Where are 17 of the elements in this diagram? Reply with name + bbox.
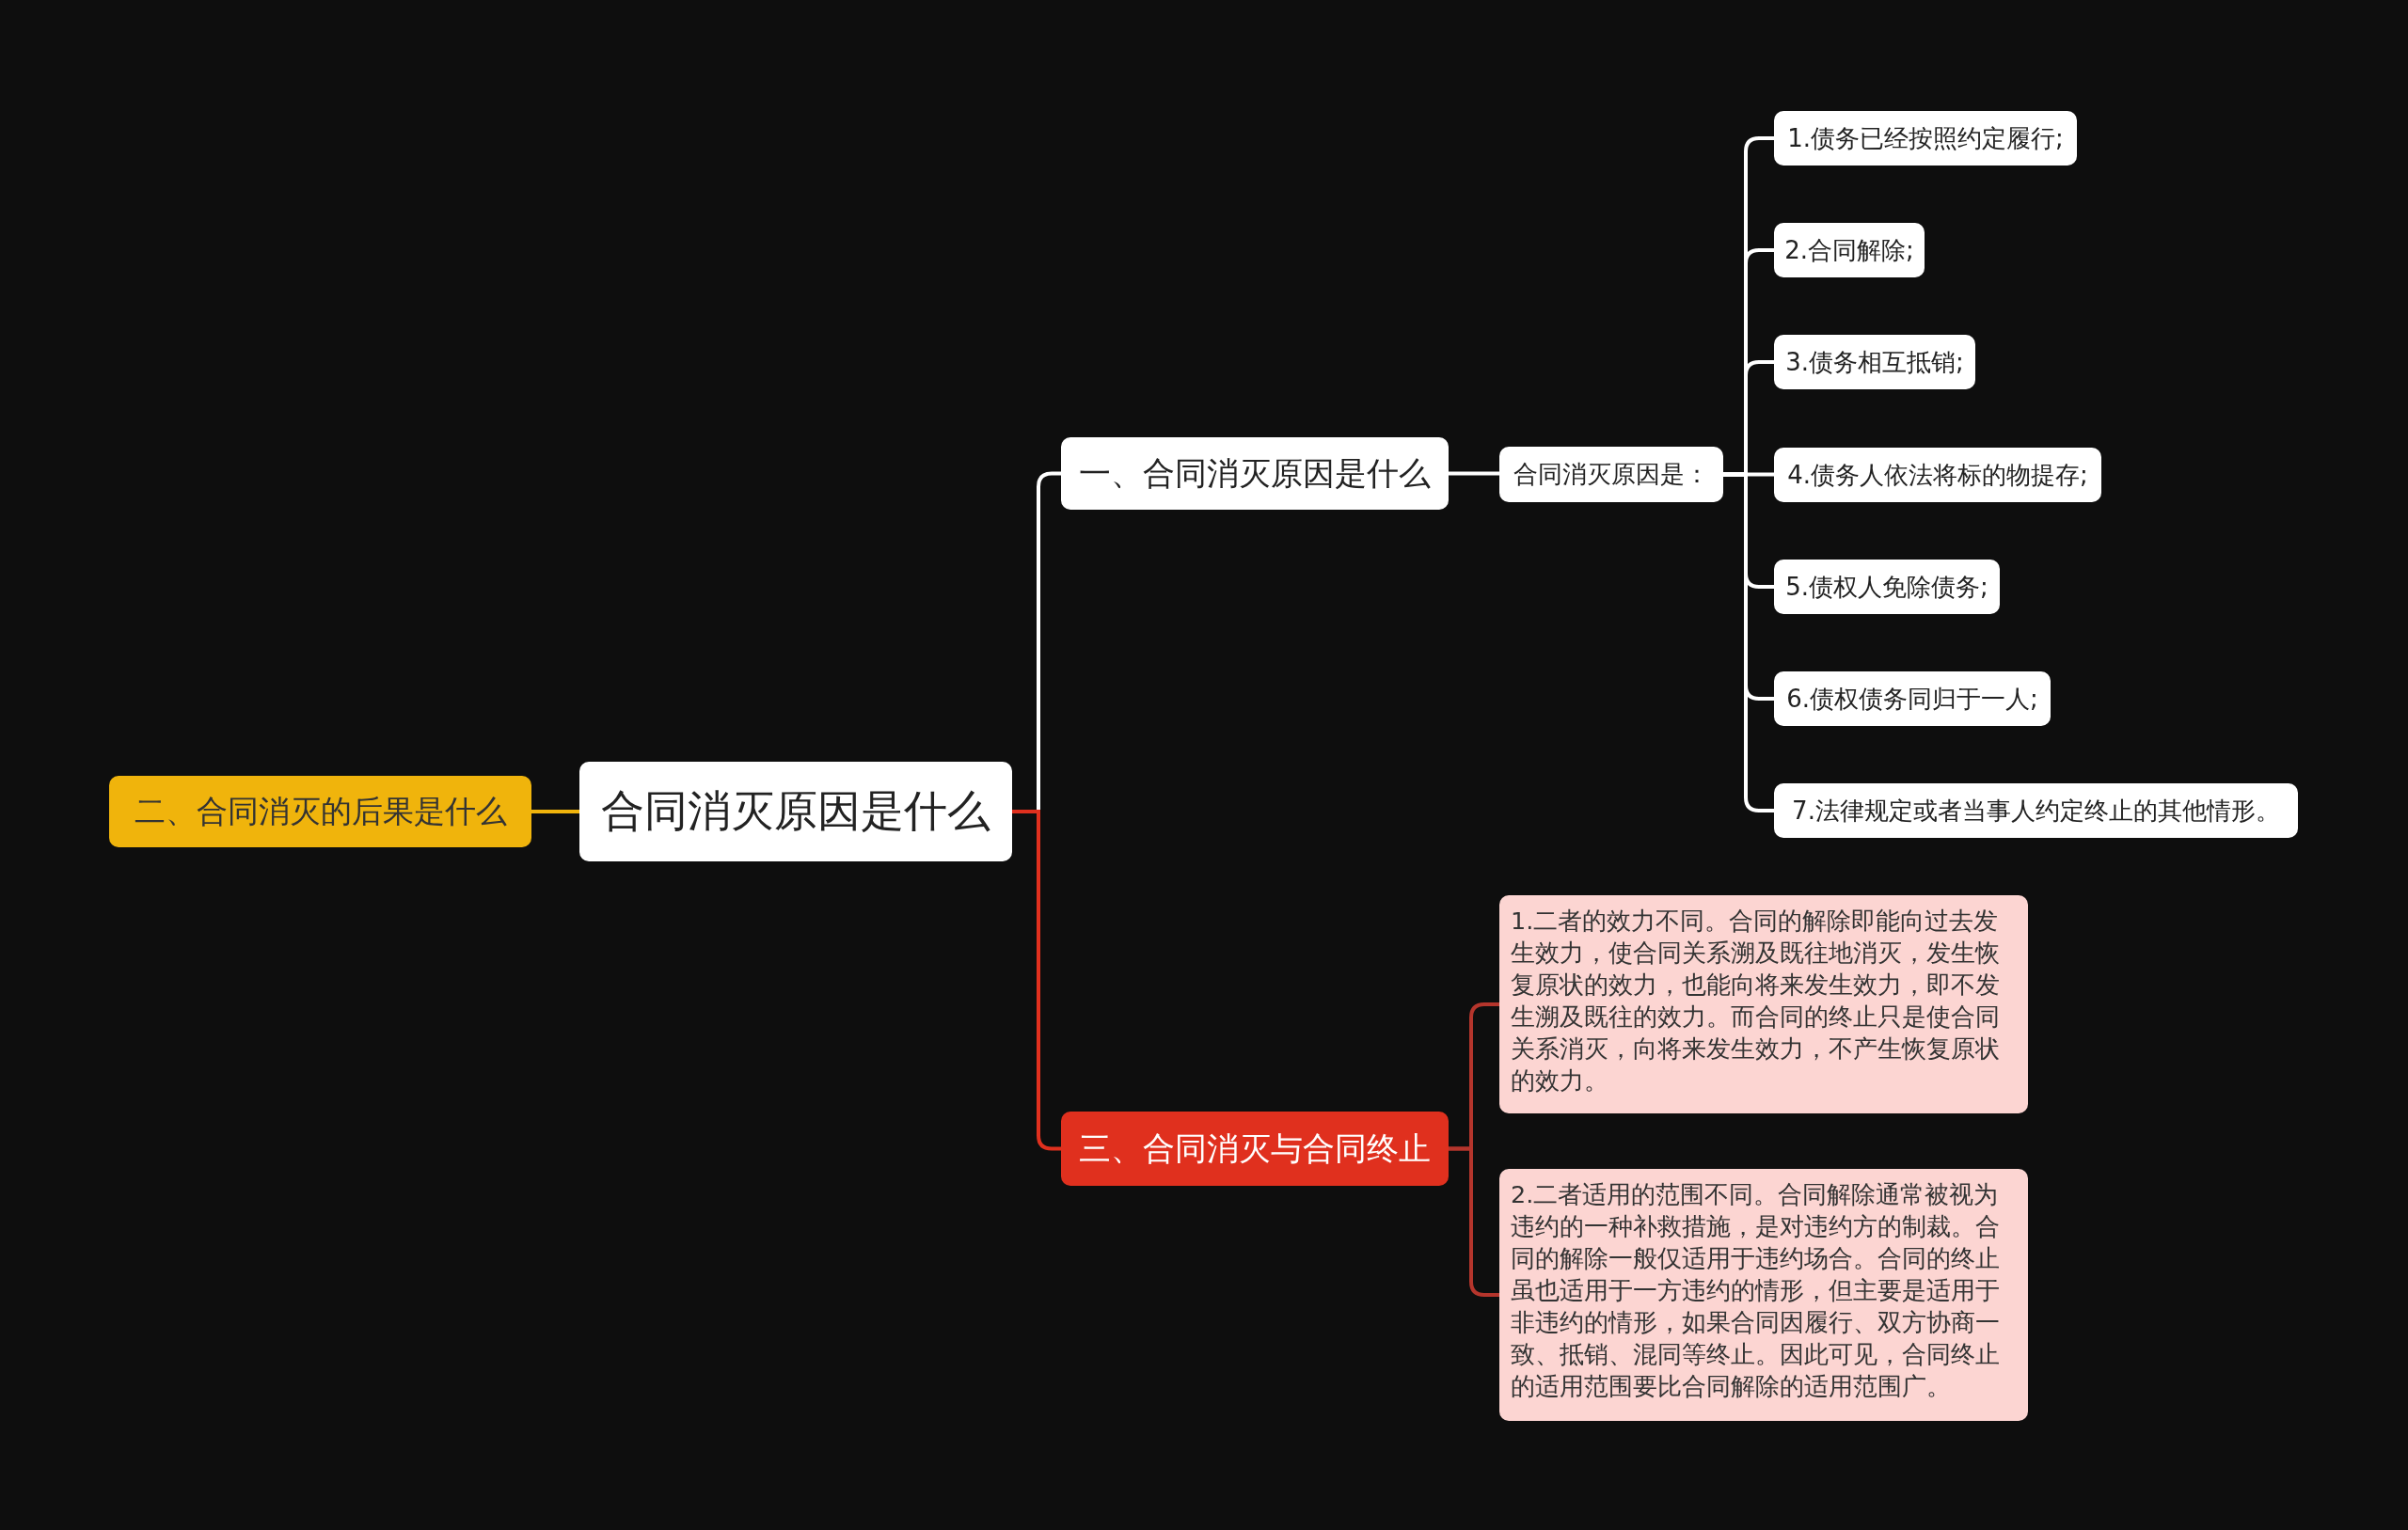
topic-box: 三、合同消灭与合同终止 [1061, 1112, 1449, 1186]
item-box: 6.债权债务同归于一人; [1774, 671, 2051, 726]
item-box: 4.债务人依法将标的物提存; [1774, 448, 2101, 502]
connector-line [1449, 471, 1499, 476]
topic-box: 二、合同消灭的后果是什么 [109, 776, 531, 847]
item-box: 3.债务相互抵销; [1774, 335, 1975, 389]
connector-line [531, 810, 579, 813]
subtopic-box: 合同消灭原因是： [1499, 447, 1723, 502]
item-box: 7.法律规定或者当事人约定终止的其他情形。 [1774, 783, 2298, 838]
note-box: 1.二者的效力不同。合同的解除即能向过去发生效力，使合同关系溯及既往地消灭，发生恢复原状的效力，也能向将来发生效力，即不发生溯及既往的效力。而合同的终止只是使合同关系消灭，向将来发生效力，不产生恢复原状的效力。 [1499, 895, 2028, 1113]
topic-box: 一、合同消灭原因是什么 [1061, 437, 1449, 510]
item-box: 2.合同解除; [1774, 223, 1925, 277]
item-box: 5.债权人免除债务; [1774, 560, 2000, 614]
connector-line [1012, 810, 1061, 1151]
item-box: 1.债务已经按照约定履行; [1774, 111, 2077, 166]
root-topic: 合同消灭原因是什么 [579, 762, 1012, 861]
note-box: 2.二者适用的范围不同。合同解除通常被视为违约的一种补救措施，是对违约方的制裁。合同的解除一般仅适用于违约场合。合同的终止虽也适用于一方违约的情形，但主要是适用于非违约的情形，如果合同因履行、双方协商一致、抵销、混同等终止。因此可见，合同终止的适用范围要比合同解除的适用范围广。 [1499, 1169, 2028, 1421]
